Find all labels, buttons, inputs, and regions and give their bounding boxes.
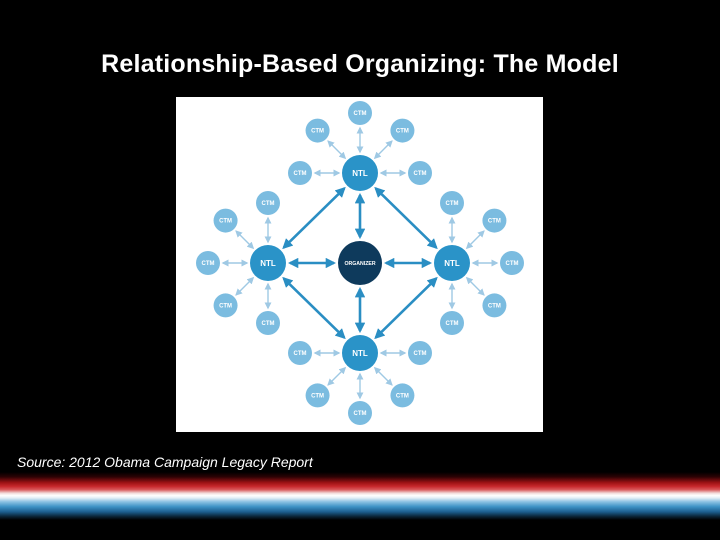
ctm-node-left-4-label: CTM (219, 219, 232, 225)
ctm-node-right-3-label: CTM (506, 261, 519, 267)
ctm-node-top-4-label: CTM (396, 129, 409, 135)
ctm-node-bottom-4: CTM (305, 383, 330, 408)
ctm-node-right-1-label: CTM (446, 201, 459, 207)
ctm-node-right-5-circle (440, 311, 464, 335)
ctm-node-right-3-circle (500, 251, 524, 275)
ctm-node-left-2: CTM (213, 293, 238, 318)
ctm-node-bottom-2: CTM (390, 383, 415, 408)
ctm-node-right-2-label: CTM (488, 219, 501, 225)
organizer-node: ORGANIZER (338, 241, 382, 285)
ctm-node-bottom-1-circle (408, 341, 432, 365)
ntl-node-top: NTL (342, 155, 378, 191)
ctm-node-right-1: CTM (440, 191, 464, 215)
ctm-node-top-2: CTM (305, 118, 330, 143)
ctm-node-left-1-circle (256, 311, 280, 335)
ctm-node-right-1-circle (440, 191, 464, 215)
ctm-node-top-1-circle (288, 161, 312, 185)
arrow-ntl-top-right (374, 186, 438, 250)
ctm-node-bottom-2-circle (390, 383, 415, 408)
ctm-node-left-3-circle (196, 251, 220, 275)
organizing-diagram-canvas: CTM CTM CTM CTM CTM CTM CTM CTM CTM CTM CTM CTM CTM C… (196, 101, 524, 425)
ctm-node-top-2-label: CTM (311, 129, 324, 135)
ctm-node-left-2-circle (213, 293, 238, 318)
organizer-node-circle (338, 241, 382, 285)
ctm-node-top-5: CTM (408, 161, 432, 185)
ctm-node-right-4-label: CTM (488, 304, 501, 310)
ntl-node-left: NTL (250, 245, 286, 281)
ctm-node-bottom-3-circle (348, 401, 372, 425)
arrow-ntl-left-ctm-2 (235, 276, 255, 296)
arrow-ntl-left-top (282, 186, 346, 250)
ctm-node-left-1: CTM (256, 311, 280, 335)
ntl-node-right-circle (434, 245, 470, 281)
ctm-node-bottom-3-label: CTM (354, 411, 367, 417)
ctm-node-bottom-4-circle (305, 383, 330, 408)
ctm-node-left-2-label: CTM (219, 304, 232, 310)
diagram-nodes: CTM CTM CTM CTM CTM CTM CTM CTM CTM CTM CTM CTM CTM C… (196, 101, 524, 425)
organizing-model-diagram: CTM CTM CTM CTM CTM CTM CTM CTM CTM CTM CTM CTM CTM C… (176, 97, 543, 432)
source-citation: Source: 2012 Obama Campaign Legacy Repor… (17, 454, 313, 470)
arrow-ntl-top-ctm-4 (373, 140, 393, 160)
ctm-node-bottom-4-label: CTM (311, 394, 324, 400)
ctm-node-bottom-3: CTM (348, 401, 372, 425)
ntl-node-bottom: NTL (342, 335, 378, 371)
ctm-node-top-5-label: CTM (414, 171, 427, 177)
ctm-node-bottom-5-label: CTM (294, 351, 307, 357)
ntl-node-bottom-label: NTL (352, 349, 368, 358)
ctm-node-left-5-circle (256, 191, 280, 215)
ctm-node-bottom-1-label: CTM (414, 351, 427, 357)
ntl-node-bottom-circle (342, 335, 378, 371)
ctm-node-right-5: CTM (440, 311, 464, 335)
ntl-node-right-label: NTL (444, 259, 460, 268)
ntl-node-top-label: NTL (352, 169, 368, 178)
slide-title: Relationship-Based Organizing: The Model (101, 50, 619, 78)
arrow-ntl-right-ctm-4 (465, 276, 485, 296)
ctm-node-left-3: CTM (196, 251, 220, 275)
ctm-node-right-4-circle (482, 293, 507, 318)
ctm-node-left-4-circle (213, 208, 238, 233)
ctm-node-left-1-label: CTM (262, 321, 275, 327)
ctm-node-bottom-5: CTM (288, 341, 312, 365)
arrow-ntl-right-bottom (374, 276, 438, 340)
ntl-node-left-circle (250, 245, 286, 281)
ctm-node-bottom-1: CTM (408, 341, 432, 365)
ctm-node-top-2-circle (305, 118, 330, 143)
ctm-node-top-3-circle (348, 101, 372, 125)
organizer-node-label: ORGANIZER (344, 261, 375, 267)
ntl-node-right: NTL (434, 245, 470, 281)
ctm-node-right-2: CTM (482, 208, 507, 233)
ctm-node-left-5-label: CTM (262, 201, 275, 207)
arrow-ntl-right-ctm-2 (465, 230, 485, 250)
arrow-ntl-left-ctm-4 (235, 230, 255, 250)
ctm-node-bottom-5-circle (288, 341, 312, 365)
arrow-ntl-bottom-ctm-4 (327, 366, 347, 386)
ctm-node-right-2-circle (482, 208, 507, 233)
arrow-ntl-bottom-left (282, 276, 346, 340)
decorative-stripe-band (0, 472, 720, 520)
ctm-node-bottom-2-label: CTM (396, 394, 409, 400)
arrow-ntl-top-ctm-2 (327, 140, 347, 160)
arrow-ntl-bottom-ctm-2 (373, 366, 393, 386)
ctm-node-top-1: CTM (288, 161, 312, 185)
ctm-node-right-4: CTM (482, 293, 507, 318)
ctm-node-top-4: CTM (390, 118, 415, 143)
connection-arrows (221, 126, 499, 400)
ctm-node-top-5-circle (408, 161, 432, 185)
ctm-node-top-4-circle (390, 118, 415, 143)
ntl-node-top-circle (342, 155, 378, 191)
ctm-node-top-3: CTM (348, 101, 372, 125)
ctm-node-left-4: CTM (213, 208, 238, 233)
ctm-node-left-5: CTM (256, 191, 280, 215)
ctm-node-left-3-label: CTM (202, 261, 215, 267)
ntl-node-left-label: NTL (260, 259, 276, 268)
ctm-node-right-5-label: CTM (446, 321, 459, 327)
ctm-node-right-3: CTM (500, 251, 524, 275)
ctm-node-top-1-label: CTM (294, 171, 307, 177)
ctm-node-top-3-label: CTM (354, 111, 367, 117)
